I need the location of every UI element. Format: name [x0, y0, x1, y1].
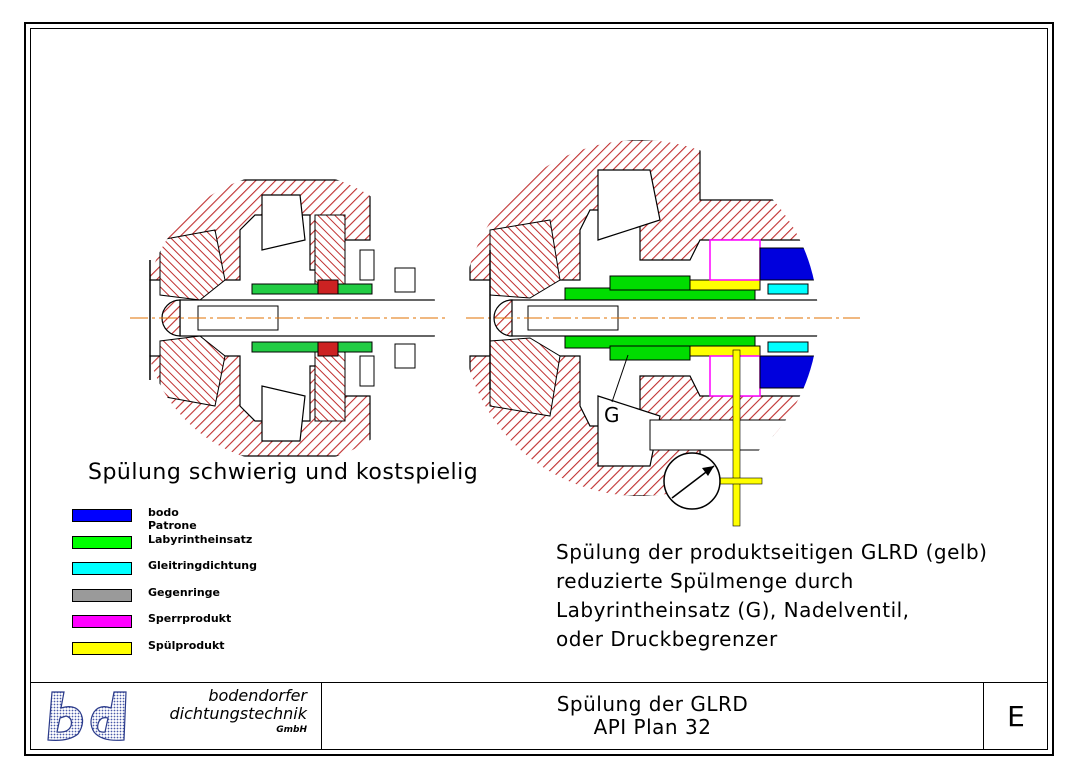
- right-labyrinth-teeth-upper: [609, 275, 691, 291]
- right-bearing-lower: [830, 342, 850, 366]
- left-seal-red-upper: [317, 279, 339, 295]
- drawing-frame-inner: [30, 28, 1048, 750]
- right-housing-lower-pocket: [597, 395, 661, 467]
- caption-right-line: Spülung der produktseitigen GLRD (gelb): [556, 540, 988, 564]
- legend-swatch: [72, 509, 132, 522]
- company-line-1: bodendorfer: [208, 686, 307, 705]
- company-name: bodendorfer dichtungstechnik GmbH: [170, 687, 308, 737]
- right-seal-cyan-upper: [767, 283, 809, 295]
- company-line-2: dichtungstechnik: [169, 704, 308, 723]
- left-housing-lower-inner: [261, 385, 306, 442]
- left-bearing-lower: [394, 343, 416, 369]
- right-cartridge-lower: [759, 355, 818, 389]
- drawing-subtitle: API Plan 32: [593, 715, 712, 739]
- left-seal-green-lower: [251, 341, 373, 353]
- left-impeller-upper: [159, 229, 226, 301]
- right-impeller-upper: [489, 219, 561, 299]
- drawing-title: Spülung der GLRD: [556, 692, 749, 716]
- flush-line-horizontal: [717, 477, 763, 485]
- right-seal-cyan-lower: [767, 341, 809, 353]
- company-line-3: GmbH: [276, 725, 307, 735]
- right-gland-upper: [709, 239, 761, 281]
- left-ring-lower: [359, 355, 375, 387]
- left-housing-upper-inner: [261, 194, 306, 251]
- right-bolt: [527, 305, 619, 331]
- label-g: G: [604, 403, 620, 427]
- left-seal-green-upper: [251, 283, 373, 295]
- left-seal-red-lower: [317, 341, 339, 357]
- right-flush-upper: [689, 279, 761, 291]
- caption-right-line: oder Druckbegrenzer: [556, 627, 778, 651]
- legend-label: Labyrintheinsatz: [148, 532, 253, 546]
- caption-left: Spülung schwierig und kostspielig: [88, 460, 479, 485]
- label-g-leader: [611, 354, 629, 403]
- right-housing-upper-pocket: [597, 169, 661, 241]
- legend-label: Sperrprodukt: [148, 612, 232, 625]
- legend-swatch: [72, 615, 132, 628]
- flush-line-vertical: [732, 349, 741, 527]
- title-block-logo-cell: bodendorfer dichtungstechnik GmbH: [30, 683, 322, 750]
- left-bearing-upper: [394, 267, 416, 293]
- left-impeller-lower: [159, 335, 226, 407]
- legend-label: Gegenringe: [148, 585, 221, 599]
- right-cartridge-upper: [759, 247, 818, 281]
- caption-right-line: Labyrintheinsatz (G), Nadelventil,: [556, 598, 910, 622]
- legend-swatch: [72, 562, 132, 575]
- right-casing-lower-block: [649, 419, 811, 451]
- pressure-gauge-needle-tip: [702, 466, 714, 476]
- left-ring-upper: [359, 249, 375, 281]
- legend-swatch: [72, 535, 132, 549]
- legend-label: bodo Patrone: [148, 506, 197, 532]
- legend-label: Gleitringdichtung: [148, 559, 257, 572]
- right-section-view: [469, 140, 850, 496]
- title-block-title: Spülung der GLRD API Plan 32: [322, 683, 984, 750]
- right-labyrinth-teeth-lower: [609, 345, 691, 361]
- right-flush-lower: [689, 345, 761, 357]
- right-bearing-upper: [830, 270, 850, 294]
- left-gland-upper: [314, 214, 346, 286]
- legend-swatch: [72, 588, 132, 602]
- caption-right: Spülung der produktseitigen GLRD (gelb) …: [556, 538, 987, 654]
- left-gland-lower: [314, 350, 346, 422]
- bd-logo-icon: [47, 691, 127, 741]
- right-impeller-lower: [489, 337, 561, 417]
- drawing-frame-outer: [24, 22, 1054, 756]
- revision-letter: E: [1007, 700, 1025, 733]
- caption-right-line: reduzierte Spülmenge durch: [556, 569, 854, 593]
- legend-swatch: [72, 641, 132, 655]
- pressure-gauge: [663, 452, 721, 510]
- title-block: bodendorfer dichtungstechnik GmbH Spülun…: [30, 682, 1048, 750]
- legend-label: Spülprodukt: [148, 638, 225, 652]
